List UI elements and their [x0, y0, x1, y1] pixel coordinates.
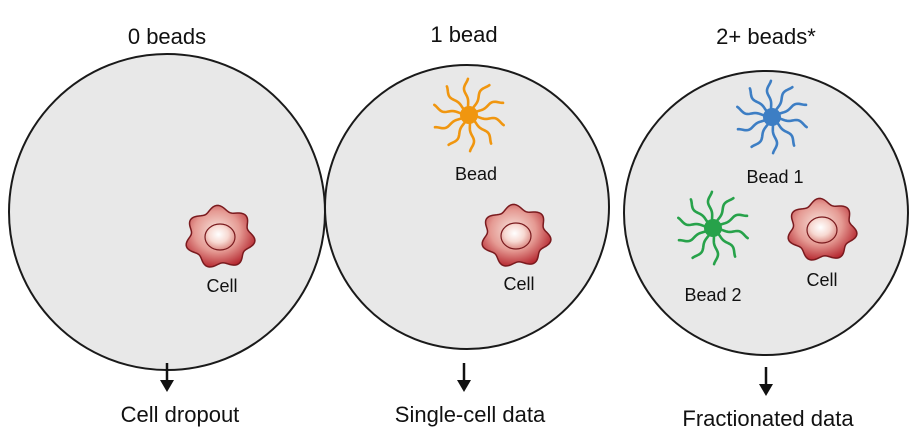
bead-icon	[433, 77, 505, 153]
bead-arm	[736, 118, 767, 132]
bead-arm	[471, 83, 491, 111]
bead-icon	[736, 79, 808, 155]
droplet-title: 0 beads	[128, 24, 206, 49]
bead-arm	[689, 198, 710, 225]
down-arrow-icon	[759, 367, 773, 396]
bead-label: Bead	[455, 164, 497, 184]
outcome-label: Cell dropout	[121, 402, 240, 427]
bead-arm	[447, 119, 467, 147]
droplet-circle	[324, 64, 610, 350]
bead-arm	[736, 105, 767, 117]
bead-arm	[433, 103, 464, 115]
droplet-circle	[8, 53, 326, 371]
bead-arm	[765, 79, 773, 112]
bead-label: Bead 1	[746, 167, 803, 187]
bead-arm	[750, 121, 770, 149]
bead-icon	[677, 190, 749, 266]
droplet-zero-beads: 0 beads Cell Cell dropout	[8, 24, 326, 427]
bead-arm	[777, 102, 808, 116]
bead-arm	[474, 100, 505, 114]
cell-label: Cell	[503, 274, 534, 294]
droplet-one-bead: 1 bead Bead Cell Single-cell data	[324, 22, 610, 427]
bead-arm	[433, 116, 464, 130]
bead-arm	[716, 231, 737, 258]
bead-arm	[771, 122, 779, 155]
bead-arm	[468, 120, 476, 153]
bead-arm	[715, 196, 735, 224]
bead-arm	[677, 229, 708, 243]
bead-label: Bead 2	[684, 285, 741, 305]
outcome-label: Single-cell data	[395, 402, 546, 427]
bead-arm	[775, 120, 796, 147]
bead-arm	[445, 85, 466, 112]
bead-arm	[706, 190, 714, 223]
droplet-title: 2+ beads*	[716, 24, 816, 49]
droplet-title: 1 bead	[430, 22, 497, 47]
bead-core	[763, 108, 781, 126]
cell-icon	[481, 203, 552, 267]
bead-arm	[712, 233, 720, 266]
bead-arm	[718, 213, 749, 227]
bead-arm	[777, 117, 808, 129]
bead-arm	[748, 87, 769, 114]
bead-arm	[474, 115, 505, 127]
down-arrow-icon	[160, 363, 174, 392]
bead-arm	[718, 228, 749, 240]
down-arrow-icon	[457, 363, 471, 392]
bead-arm	[691, 232, 711, 260]
cell-icon	[787, 197, 858, 261]
bead-arm	[677, 216, 708, 228]
bead-arm	[774, 85, 794, 113]
droplet-multiple-beads: 2+ beads* Bead 1 Bead 2 Cell Fractionate…	[623, 24, 909, 431]
cell-label: Cell	[806, 270, 837, 290]
cell-icon	[185, 204, 256, 268]
bead-arm	[462, 77, 470, 110]
bead-core	[704, 219, 722, 237]
outcome-label: Fractionated data	[682, 406, 854, 431]
bead-core	[460, 106, 478, 124]
droplet-circle	[623, 70, 909, 356]
cell-label: Cell	[206, 276, 237, 296]
bead-arm	[472, 118, 493, 145]
